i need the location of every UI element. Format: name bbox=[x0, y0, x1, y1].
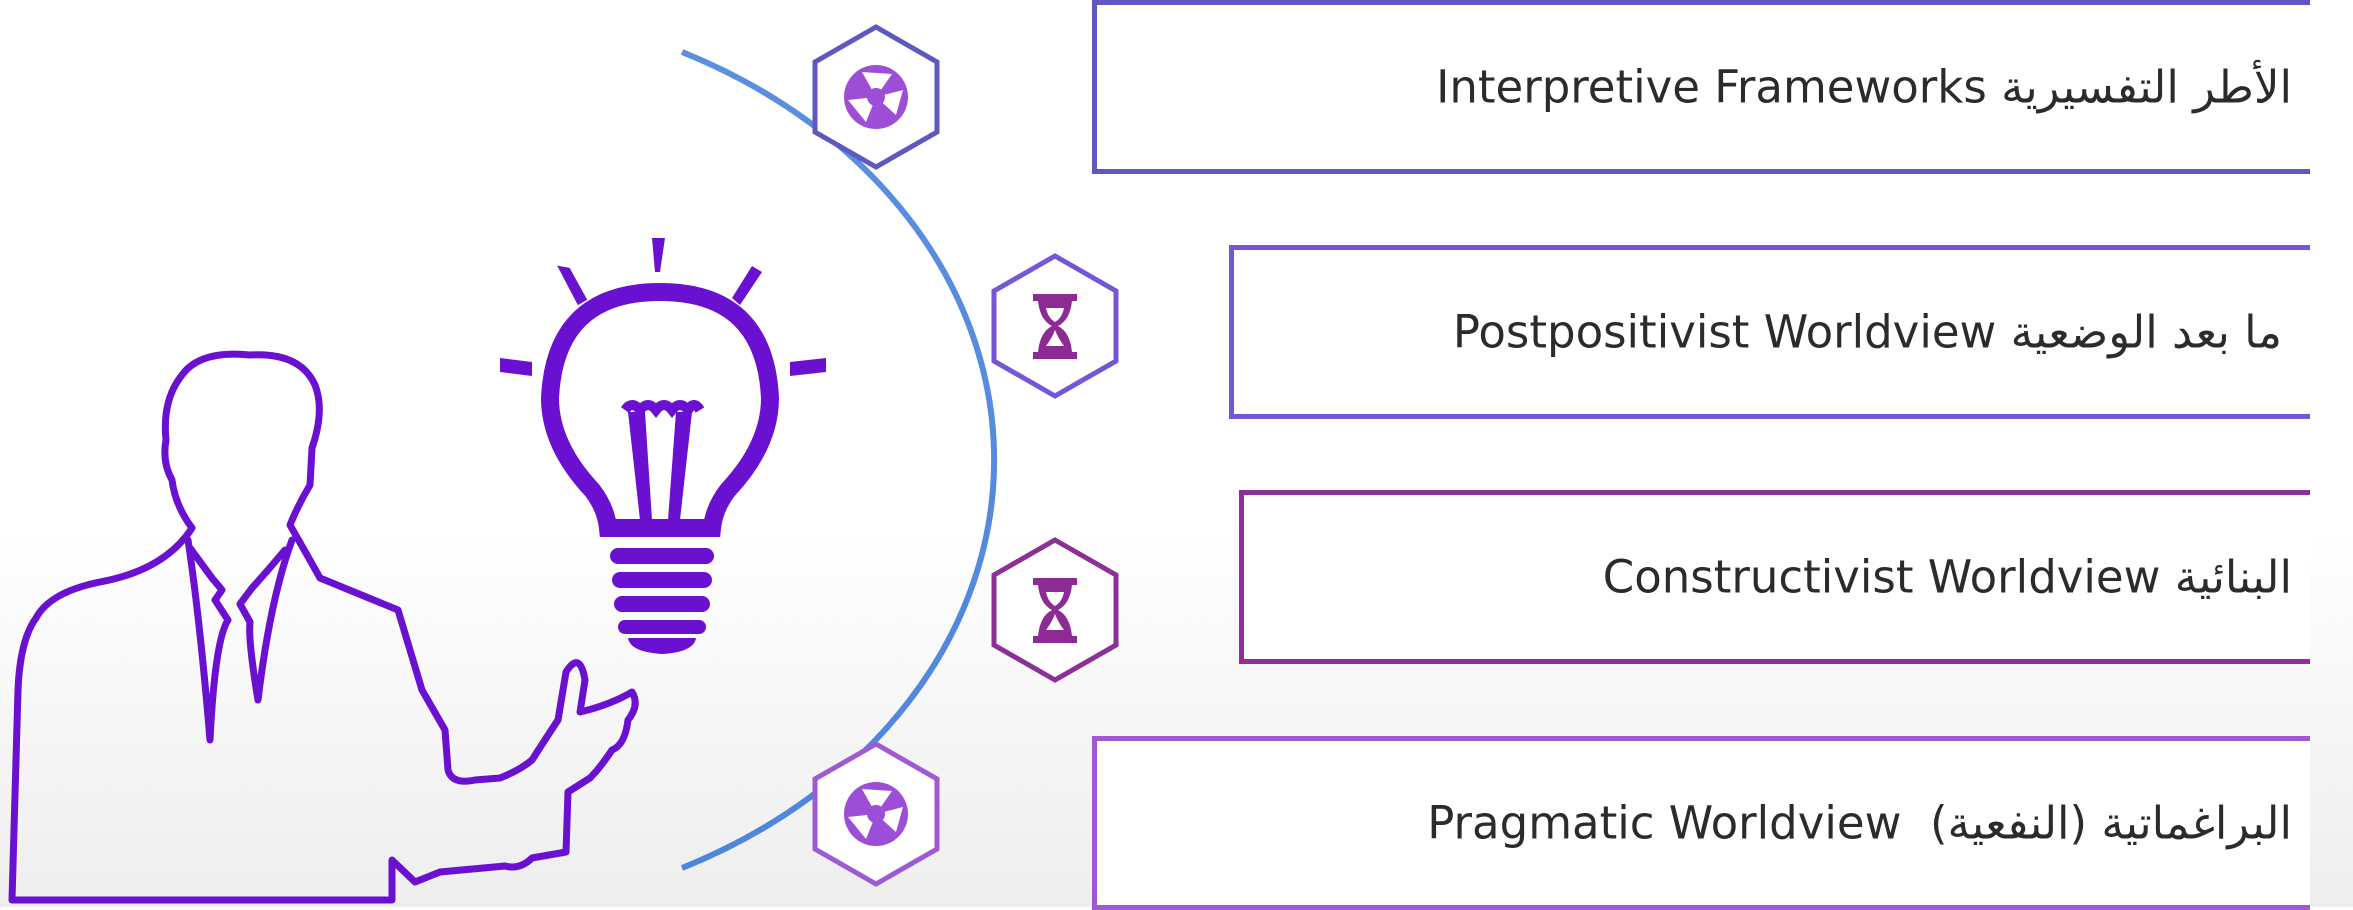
worldview-label-ar: ما بعد الوضعية bbox=[2010, 305, 2282, 359]
connector-arc bbox=[680, 49, 998, 871]
worldview-label: Pragmatic Worldview البراغماتية (النفعية… bbox=[1427, 797, 2292, 850]
worldview-label: Interpretive Frameworks الأطر التفسيرية bbox=[1436, 61, 2292, 114]
hourglass-icon bbox=[1033, 294, 1077, 359]
camera-shutter-icon bbox=[844, 65, 908, 129]
hexagon-node-2 bbox=[991, 253, 1119, 399]
worldview-label: Constructivist Worldview البنائية bbox=[1603, 551, 2292, 604]
worldview-box-constructivist: Constructivist Worldview البنائية bbox=[1239, 490, 2310, 664]
businessman-figure bbox=[8, 350, 639, 904]
worldview-label-ar: البراغماتية (النفعية) bbox=[1930, 796, 2292, 850]
hexagon-node-3 bbox=[991, 537, 1119, 683]
hourglass-icon bbox=[1033, 578, 1077, 643]
worldview-label-en: Postpositivist Worldview bbox=[1452, 305, 1997, 359]
camera-shutter-icon bbox=[844, 782, 908, 846]
worldview-label-en: Pragmatic Worldview bbox=[1427, 796, 1916, 850]
hexagon-node-1 bbox=[812, 24, 940, 170]
lightbulb-icon bbox=[500, 238, 826, 654]
worldview-label-ar: البنائية bbox=[2174, 550, 2292, 604]
worldview-label-ar: الأطر التفسيرية bbox=[2001, 60, 2292, 114]
worldview-box-pragmatic: Pragmatic Worldview البراغماتية (النفعية… bbox=[1092, 736, 2310, 910]
hexagon-node-4 bbox=[812, 741, 940, 887]
worldview-label: Postpositivist Worldview ما بعد الوضعية bbox=[1453, 306, 2282, 359]
worldview-label-en: Constructivist Worldview bbox=[1602, 550, 2161, 604]
worldview-box-postpositivist: Postpositivist Worldview ما بعد الوضعية bbox=[1229, 245, 2310, 419]
worldview-box-interpretive: Interpretive Frameworks الأطر التفسيرية bbox=[1092, 0, 2310, 174]
worldview-label-en: Interpretive Frameworks bbox=[1436, 60, 1987, 114]
